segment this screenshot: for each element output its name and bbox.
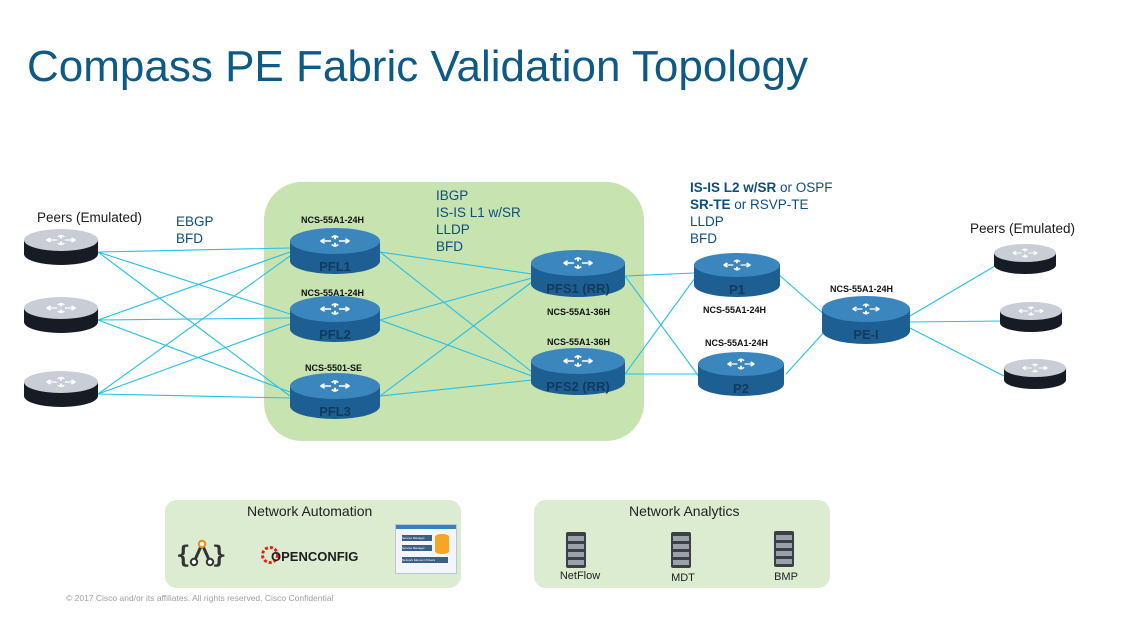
openconfig-label: OPENCONFIG <box>271 549 359 564</box>
link-pe-peer4 <box>909 262 1001 317</box>
router-name-pfl2: PFL2 <box>319 327 351 342</box>
network-analytics-title: Network Analytics <box>629 503 740 519</box>
bmp-label: BMP <box>774 571 798 583</box>
link-pfs2-p1 <box>624 277 696 375</box>
netflow-label: NetFlow <box>559 570 601 582</box>
svg-text:{: { <box>176 541 190 569</box>
link-pfl3-pfs2 <box>379 379 533 397</box>
link-pfs1-p1 <box>624 272 696 277</box>
router-icon-p1 <box>694 253 780 297</box>
link-p1-pe <box>777 273 827 317</box>
link-pe-peer6 <box>909 327 1005 377</box>
router-name-pfs2: PFS2 (RR) <box>546 379 610 394</box>
screen-row-2: Service Manager <box>402 545 432 551</box>
router-name-p1: P1 <box>729 282 745 297</box>
link-peer3-pfl2 <box>97 323 291 395</box>
copyright-footer: © 2017 Cisco and/or its affiliates. All … <box>66 593 334 603</box>
link-peer2-pfl3 <box>97 319 291 393</box>
page-title: Compass PE Fabric Validation Topology <box>27 42 808 91</box>
mdt-label: MDT <box>671 572 695 584</box>
model-pfs1: NCS-55A1-36H <box>547 307 611 317</box>
peer-router-icon-6 <box>1004 359 1066 389</box>
peer-router-icon-2 <box>24 297 98 333</box>
model-p2: NCS-55A1-24H <box>705 338 769 348</box>
mdt-server-icon <box>671 532 691 568</box>
router-icon-p2 <box>698 352 784 396</box>
link-pfl2-pfs2 <box>379 319 533 377</box>
core-protocol-line-4: BFD <box>690 231 717 246</box>
router-icon-pfs1 <box>531 250 625 297</box>
peers-left-label: Peers (Emulated) <box>37 210 143 225</box>
link-pfs1-p2 <box>624 275 701 379</box>
router-icon-pfl1 <box>290 228 380 274</box>
link-peer1-pfl3 <box>97 251 291 397</box>
model-pfl3: NCS-5501-SE <box>305 363 363 373</box>
link-peer1-pfl1 <box>97 247 291 253</box>
model-p1: NCS-55A1-24H <box>703 305 767 315</box>
link-p2-pe <box>785 329 827 375</box>
link-pfl1-pfs1 <box>379 251 533 275</box>
ebgp-label: EBGP <box>176 214 214 229</box>
fabric-protocol-lldp: LLDP <box>436 222 470 237</box>
router-name-pfl3: PFL3 <box>319 404 351 419</box>
link-peer2-pfl2 <box>97 317 291 321</box>
screen-row-1: Service Manager <box>402 535 432 541</box>
peer-router-icon-1 <box>24 229 98 265</box>
model-pe1: NCS-55A1-24H <box>830 284 894 294</box>
link-pe-peer5 <box>909 320 1003 323</box>
model-pfs2: NCS-55A1-36H <box>547 337 611 347</box>
openconfig-logo-icon <box>261 546 279 564</box>
link-pfl1-pfs2 <box>379 251 533 373</box>
router-name-p2: P2 <box>733 381 749 396</box>
database-icon <box>435 534 449 554</box>
link-peer3-pfl3 <box>97 393 291 399</box>
peer-router-icon-3 <box>24 371 98 407</box>
core-protocol-line-3: LLDP <box>690 214 724 229</box>
link-pfl3-pfs1 <box>379 281 533 397</box>
model-pfl1: NCS-55A1-24H <box>301 215 365 225</box>
router-name-pfs1: PFS1 (RR) <box>546 281 610 296</box>
model-pfl2: NCS-55A1-24H <box>301 288 365 298</box>
fabric-protocol-bfd: BFD <box>436 239 463 254</box>
router-icon-pe1 <box>822 296 910 344</box>
router-icon-pfl2 <box>290 296 380 342</box>
fabric-protocol-isis: IS-IS L1 w/SR <box>436 205 521 220</box>
netflow-server-icon <box>566 532 586 568</box>
router-icon-pfl3 <box>290 373 380 419</box>
router-name-pfl1: PFL1 <box>319 259 351 274</box>
core-protocol-line-1: IS-IS L2 w/SR or OSPF <box>690 180 833 195</box>
network-automation-title: Network Automation <box>247 503 373 519</box>
link-pfl2-pfs1 <box>379 277 533 321</box>
fabric-protocol-ibgp: IBGP <box>436 188 469 203</box>
peers-right-label: Peers (Emulated) <box>970 221 1076 236</box>
router-name-pe1: PE-I <box>853 327 879 342</box>
link-peer3-pfl1 <box>97 255 291 395</box>
svg-text:}: } <box>212 541 226 569</box>
link-peer2-pfl1 <box>97 251 291 321</box>
screen-row-3: Network Element Drivers <box>402 557 448 563</box>
peer-router-icon-5 <box>1000 302 1062 332</box>
yang-model-icon: { } <box>176 539 226 569</box>
service-manager-screen: Service Manager Service Manager Network … <box>395 524 457 574</box>
router-icon-pfs2 <box>531 348 625 395</box>
peer-router-icon-4 <box>994 244 1056 274</box>
core-protocol-line-2: SR-TE or RSVP-TE <box>690 197 809 212</box>
bfd-left-label: BFD <box>176 231 203 246</box>
link-peer1-pfl2 <box>97 251 291 315</box>
bmp-server-icon <box>774 531 794 567</box>
links <box>97 247 1005 399</box>
